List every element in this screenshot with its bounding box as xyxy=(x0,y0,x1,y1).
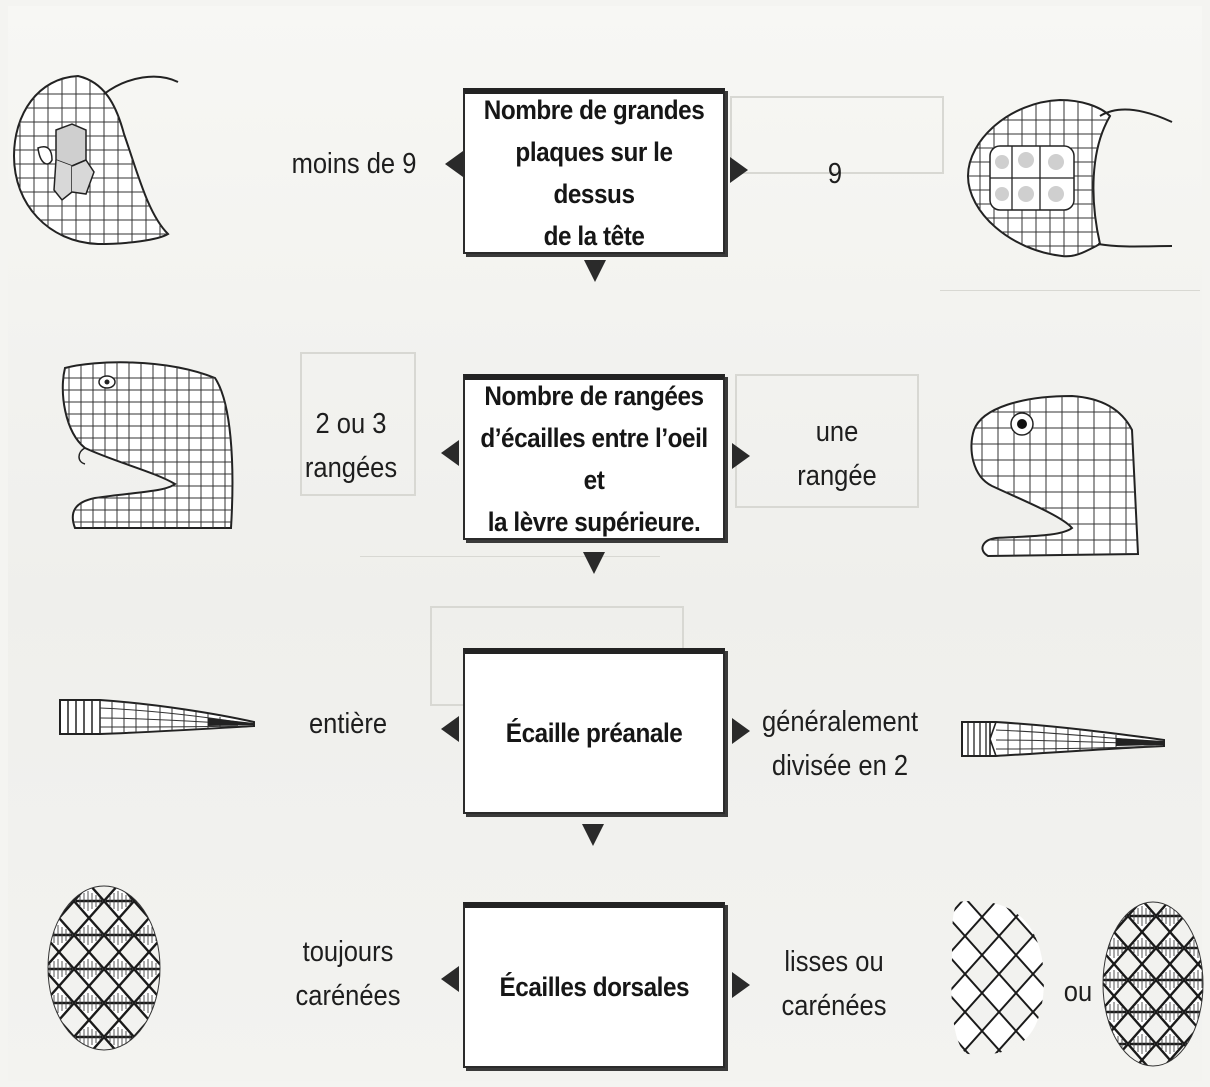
right-answer: généralement divisée en 2 xyxy=(761,700,919,788)
arrow-down-icon xyxy=(583,552,605,574)
question-text: Écaille préanale xyxy=(506,712,683,754)
arrow-right-icon xyxy=(732,972,750,998)
left-answer: moins de 9 xyxy=(282,142,426,186)
keeled-scales-icon xyxy=(44,884,164,1052)
viper-head-side-icon xyxy=(55,352,240,537)
left-answer: toujours carénées xyxy=(290,930,406,1018)
question-text: Nombre de grandes plaques sur le dessus … xyxy=(478,89,710,257)
arrow-left-icon xyxy=(445,151,463,177)
arrow-right-icon xyxy=(730,157,748,183)
arrow-right-icon xyxy=(732,718,750,744)
arrow-left-icon xyxy=(441,966,459,992)
grass-snake-head-top-icon xyxy=(950,80,1180,265)
or-connector: ou xyxy=(1059,970,1098,1014)
arrow-left-icon xyxy=(441,716,459,742)
grass-snake-tail-underside-icon xyxy=(960,716,1170,760)
viper-head-top-icon xyxy=(8,64,188,254)
viper-tail-underside-icon xyxy=(58,696,258,740)
right-answer: 9 xyxy=(804,152,866,196)
smooth-scales-icon xyxy=(948,898,1048,1058)
arrow-right-icon xyxy=(732,443,750,469)
keeled-scales-icon xyxy=(1100,900,1206,1068)
grass-snake-head-side-icon xyxy=(962,390,1147,565)
left-answer: 2 ou 3 rangées xyxy=(294,402,408,490)
question-box-2: Nombre de rangées d’écailles entre l’oei… xyxy=(463,374,725,540)
question-box-3: Écaille préanale xyxy=(463,648,725,814)
question-text: Nombre de rangées d’écailles entre l’oei… xyxy=(478,375,710,543)
right-answer: lisses ou carénées xyxy=(779,940,888,1028)
arrow-down-icon xyxy=(582,824,604,846)
question-box-1: Nombre de grandes plaques sur le dessus … xyxy=(463,88,725,254)
right-answer: une rangée xyxy=(785,410,889,498)
arrow-left-icon xyxy=(441,440,459,466)
arrow-down-icon xyxy=(584,260,606,282)
question-text: Écailles dorsales xyxy=(499,966,689,1008)
left-answer: entière xyxy=(299,702,398,746)
question-box-4: Écailles dorsales xyxy=(463,902,725,1068)
